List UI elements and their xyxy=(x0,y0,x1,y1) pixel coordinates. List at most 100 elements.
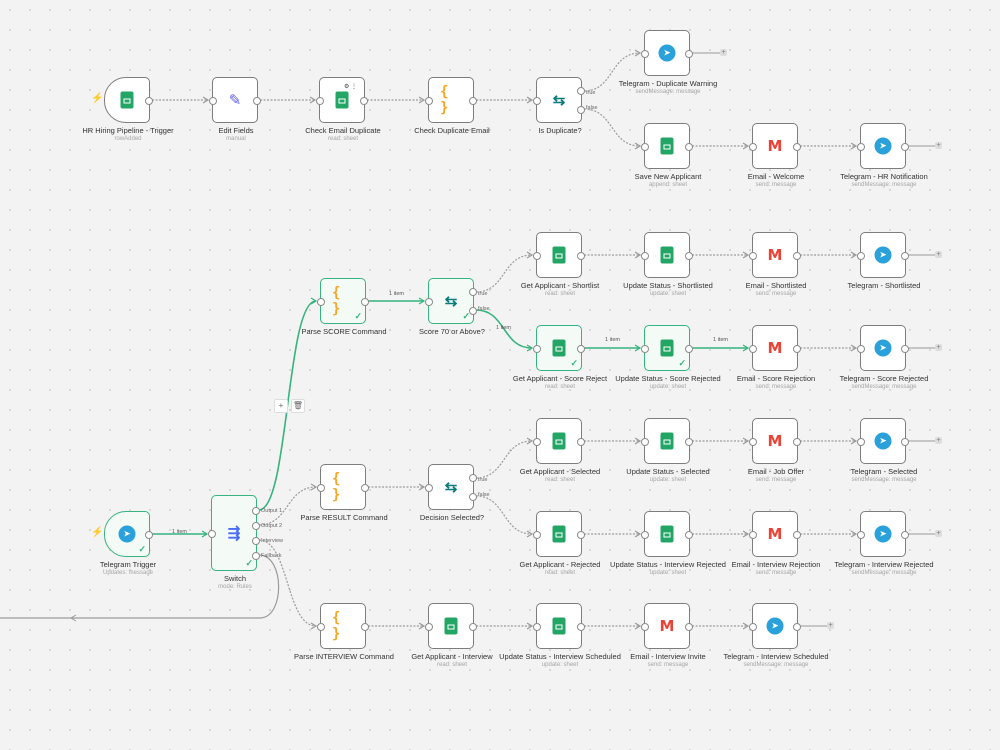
output-handle[interactable] xyxy=(253,97,261,105)
connection-line[interactable] xyxy=(475,309,533,349)
node-parse-result-command[interactable]: { } Parse RESULT Command xyxy=(300,464,388,522)
output-handle[interactable] xyxy=(361,623,369,631)
output-handle-3[interactable] xyxy=(252,537,260,545)
output-handle[interactable] xyxy=(685,50,693,58)
output-handle[interactable] xyxy=(577,438,585,446)
input-handle[interactable] xyxy=(317,298,325,306)
input-handle[interactable] xyxy=(317,623,325,631)
output-handle[interactable] xyxy=(685,345,693,353)
output-handle[interactable] xyxy=(469,97,477,105)
output-handle[interactable] xyxy=(577,345,585,353)
input-handle[interactable] xyxy=(425,298,433,306)
output-handle-true[interactable] xyxy=(469,288,477,296)
input-handle[interactable] xyxy=(641,252,649,260)
input-handle[interactable] xyxy=(533,438,541,446)
input-handle[interactable] xyxy=(641,345,649,353)
input-handle[interactable] xyxy=(317,484,325,492)
input-handle[interactable] xyxy=(533,531,541,539)
node-is-duplicate[interactable]: ⇆ true false Is Duplicate? xyxy=(533,77,598,135)
node-score-70-or-above[interactable]: ⇆ ✓ true false Score 70 or Above? xyxy=(419,278,490,336)
input-handle[interactable] xyxy=(749,531,757,539)
input-handle[interactable] xyxy=(208,530,216,538)
output-handle[interactable] xyxy=(793,345,801,353)
output-handle[interactable] xyxy=(901,143,909,151)
node-check-duplicate-email[interactable]: { } Check Duplicate Email xyxy=(414,77,490,135)
output-handle[interactable] xyxy=(685,252,693,260)
input-handle[interactable] xyxy=(749,345,757,353)
input-handle[interactable] xyxy=(425,484,433,492)
output-handle[interactable] xyxy=(793,531,801,539)
node-parse-score-command[interactable]: { } ✓ Parse SCORE Command xyxy=(301,278,387,336)
connection-line[interactable] xyxy=(475,254,533,293)
output-handle[interactable] xyxy=(901,252,909,260)
output-handle[interactable] xyxy=(145,97,153,105)
input-handle[interactable] xyxy=(641,438,649,446)
connection-line[interactable] xyxy=(583,52,641,92)
output-handle-true[interactable] xyxy=(469,474,477,482)
output-handle[interactable] xyxy=(685,623,693,631)
input-handle[interactable] xyxy=(749,143,757,151)
edge-delete-trash-icon[interactable]: 🗑 xyxy=(291,399,305,413)
output-handle[interactable] xyxy=(577,252,585,260)
input-handle[interactable] xyxy=(533,623,541,631)
add-node-plus-icon[interactable]: + xyxy=(827,622,834,629)
input-handle[interactable] xyxy=(425,623,433,631)
input-handle[interactable] xyxy=(857,438,865,446)
fallback-connection-line[interactable] xyxy=(0,554,280,619)
node-decision-selected[interactable]: ⇆ true false Decision Selected? xyxy=(420,464,490,522)
output-handle-false[interactable] xyxy=(469,307,477,315)
output-handle-true[interactable] xyxy=(577,87,585,95)
connection-line[interactable] xyxy=(583,108,641,147)
output-handle[interactable] xyxy=(360,97,368,105)
input-handle[interactable] xyxy=(857,345,865,353)
input-handle[interactable] xyxy=(857,531,865,539)
output-handle[interactable] xyxy=(577,623,585,631)
edge-add-button[interactable]: + xyxy=(274,399,288,413)
output-handle[interactable] xyxy=(901,345,909,353)
add-node-plus-icon[interactable]: + xyxy=(935,530,942,537)
output-handle[interactable] xyxy=(577,531,585,539)
input-handle[interactable] xyxy=(857,143,865,151)
output-handle-4[interactable] xyxy=(252,552,260,560)
output-handle[interactable] xyxy=(901,531,909,539)
add-node-plus-icon[interactable]: + xyxy=(935,344,942,351)
input-handle[interactable] xyxy=(641,143,649,151)
output-handle[interactable] xyxy=(793,623,801,631)
connection-line[interactable] xyxy=(258,486,317,526)
output-handle[interactable] xyxy=(145,531,153,539)
node-parse-interview-command[interactable]: { } Parse INTERVIEW Command xyxy=(294,603,394,661)
input-handle[interactable] xyxy=(209,97,217,105)
add-node-plus-icon[interactable]: + xyxy=(720,49,727,56)
node-switch[interactable]: ⇶ ✓ Output 1 Output 2 Interview Fallback… xyxy=(208,495,283,590)
output-handle[interactable] xyxy=(793,143,801,151)
output-handle[interactable] xyxy=(793,252,801,260)
input-handle[interactable] xyxy=(316,97,324,105)
add-node-plus-icon[interactable]: + xyxy=(935,142,942,149)
input-handle[interactable] xyxy=(641,531,649,539)
output-handle[interactable] xyxy=(685,531,693,539)
input-handle[interactable] xyxy=(641,623,649,631)
output-handle-2[interactable] xyxy=(252,522,260,530)
